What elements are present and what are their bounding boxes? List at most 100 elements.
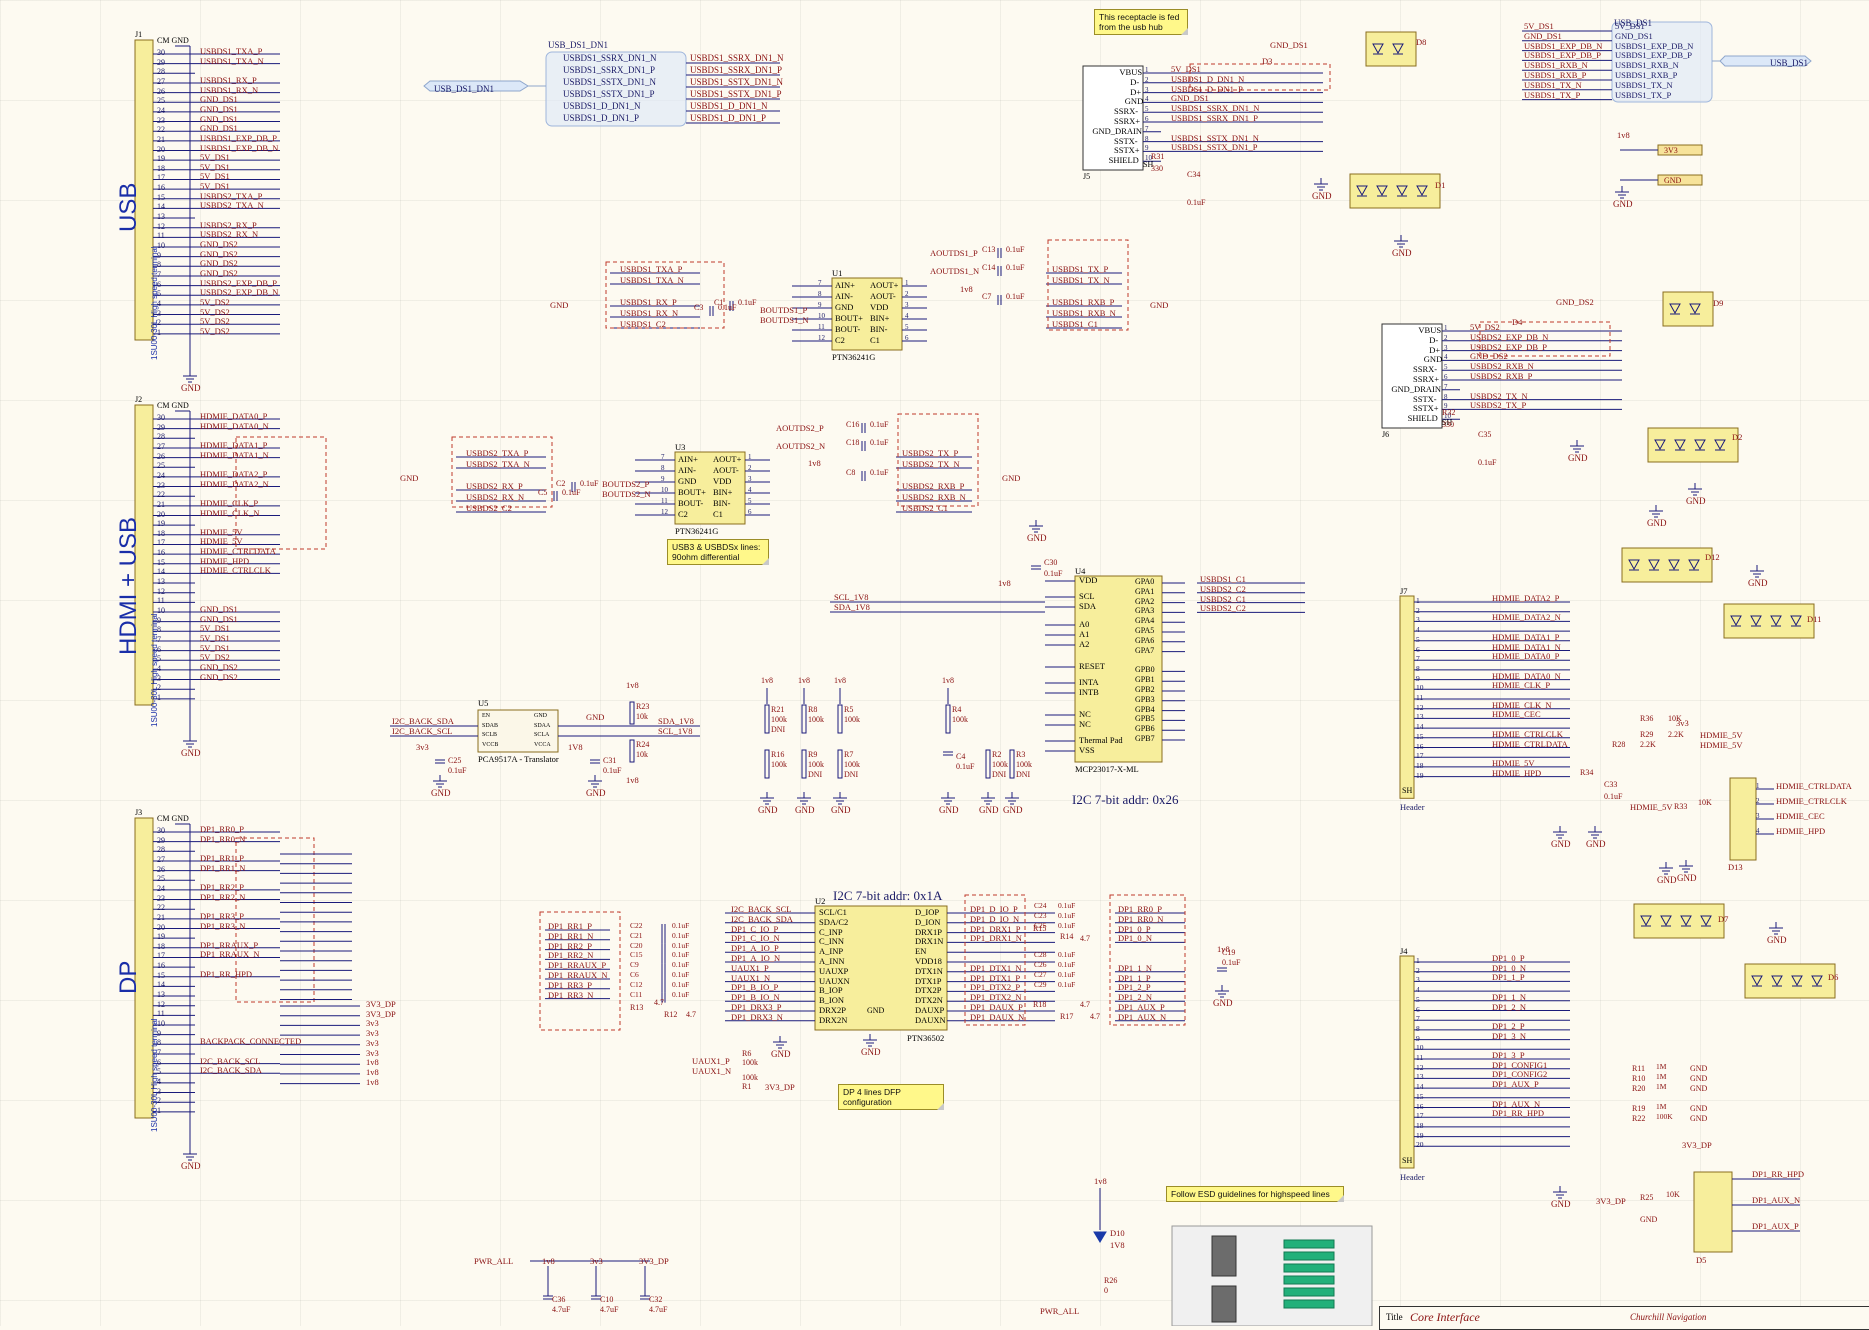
chip-u1-pin-right: C1 [870, 335, 880, 345]
usb-bus-outer-net: USBDS1_SSRX_DN1_P [690, 65, 783, 75]
u5-right-net: SDA_1V8 [658, 716, 694, 726]
connector-j1-net-label: USBDS2_RX_P [200, 219, 257, 230]
connector-j5-pin: SSRX+ [1114, 116, 1141, 126]
u2-pin-left: B_ION [819, 995, 845, 1006]
u1-right-net: USBDS1_TX_N [1052, 275, 1110, 285]
esd-pack-d5 [1693, 1171, 1733, 1253]
connector-j7-pin-number: 6 [1416, 644, 1420, 654]
connector-j1-pin-number: 24 [157, 105, 165, 115]
harness-hdmi [235, 436, 327, 550]
resistor [985, 749, 991, 779]
connector-j1-net-label: GND_DS1 [200, 123, 238, 134]
u2-mid-right-net: DP1_D_IO_P [970, 904, 1018, 914]
capacitor-ref: C5 [538, 488, 548, 497]
connector-j3-net-label: DP1_RR_HPD [200, 968, 252, 979]
capacitor-value: 0.1uF [672, 921, 690, 930]
chip-u3-pin-left: GND [678, 476, 697, 486]
connector-j1-pin-number: 22 [157, 125, 165, 135]
capacitor-ref: C35 [1478, 430, 1492, 439]
connector-j2-pin-number: 11 [157, 596, 165, 606]
u1-aout-net: AOUTDS1_P [930, 248, 978, 258]
tvs-diode-icon [1640, 915, 1652, 927]
connector-j2-pin-number: 5 [157, 654, 161, 664]
j3-power-rail: 1v8 [366, 1057, 379, 1068]
resistor [837, 704, 843, 734]
u2-pin-right: DRX1P [915, 926, 942, 937]
capacitor-value: 0.1uF [603, 766, 622, 775]
j5-gnd-net: GND_DS1 [1270, 40, 1308, 50]
u3-right-net: USBDS2_RXB_N [902, 492, 966, 502]
connector-j2-net-label: 5V_DS1 [200, 642, 230, 653]
connector-j1-pin-number: 17 [157, 173, 165, 183]
connector-j3-net-label: DP1_RRAUX_P [200, 939, 259, 950]
connector-j7-pin-number: 19 [1416, 770, 1424, 780]
usb-bus-outer-net: USBDS1_D_DN1_N [690, 101, 768, 111]
chip-u1-pin-right: BIN+ [870, 313, 890, 323]
capacitor-value: 0.1uF [1187, 198, 1206, 207]
resistor-ref: R17 [1060, 1012, 1074, 1021]
resistor-dnp: DNI [771, 725, 786, 734]
chip-u1-pin-right: BIN- [870, 324, 888, 334]
connector-j3-net-label: I2C_BACK_SCL [200, 1055, 261, 1066]
connector-j1-net-label: 5V_DS2 [200, 296, 230, 307]
connector-j3-pin-number: 8 [157, 1038, 161, 1048]
connector-j1-pin-number: 5 [157, 289, 161, 299]
pwr-all-port: PWR_ALL [1040, 1306, 1080, 1316]
connector-j2-pin-number: 22 [157, 490, 165, 500]
usb-bus-inner-net: USBDS1_D_DN1_P [563, 113, 640, 123]
u3-left-net: USBDS2_RX_N [466, 492, 525, 502]
connector-j2-pin-number: 19 [157, 519, 165, 529]
u4-pin-right: GPB4 [1135, 704, 1155, 714]
capacitor-value: 0.1uF [1058, 910, 1076, 920]
resistor-value: 100k [844, 715, 860, 724]
resistor-ref: R22 [1632, 1114, 1646, 1123]
chip-u1-pin-number: 10 [818, 312, 825, 320]
u2-left-net: DP1_RR2_P [548, 940, 592, 951]
chip-u1-pin-left: BOUT- [835, 324, 861, 334]
capacitor-value: 0.1uF [1006, 245, 1025, 254]
resistor-value: 330 [1442, 420, 1454, 429]
resistor-ref: R11 [1632, 1064, 1646, 1073]
resistor-ref: R36 [1640, 714, 1654, 723]
u2-mid-left-net: DP1_DRX3_N [731, 1011, 783, 1022]
hdmi-5v-label: HDMIE_5V [1700, 730, 1743, 740]
u2-right-net: DP1_RR0_N [1118, 913, 1164, 924]
connector-j4-pin-number: 19 [1416, 1130, 1424, 1140]
resistor-value: 100K [1656, 1112, 1673, 1121]
connector-j5-net: USBDS1_D_DN1_N [1171, 73, 1245, 84]
ground-label: GND [1677, 873, 1697, 883]
chip-u1-pin-number: 6 [905, 334, 909, 342]
usb-bus-port-label: USB_DS1_DN1 [434, 84, 495, 94]
connector-j3-pin-number: 14 [157, 980, 165, 990]
gnd-label: GND [1150, 300, 1169, 310]
ground-label: GND [831, 805, 851, 815]
connector-j5-pin-number: 10 [1145, 154, 1152, 163]
connector-j2-pin-number: 28 [157, 432, 165, 442]
u4-scl-net: SCL_1V8 [834, 592, 869, 602]
capacitor-value: 4.7uF [649, 1305, 668, 1314]
usb-bus-port[interactable] [423, 80, 529, 92]
connector-j5-pin: SSRX- [1114, 106, 1139, 117]
connector-j1-pin-number: 26 [157, 86, 165, 96]
connector-j7-net: HDMIE_HPD [1492, 767, 1542, 778]
capacitor-ref: C31 [603, 756, 617, 765]
resistor-value: 1M [1656, 1072, 1667, 1081]
connector-j6-net: USBDS2_RXB_N [1470, 361, 1534, 372]
capacitor-value: 0.1uF [672, 970, 690, 979]
resistor-dnp: DNI [992, 770, 1007, 779]
capacitor-value: 0.1uF [562, 488, 581, 497]
capacitor-ref: C2 [556, 479, 566, 488]
usb-bus-inner-net: USBDS1_SSTX_DN1_N [563, 77, 657, 87]
resistor-value: 2.2K [1640, 740, 1656, 749]
u4-pin-left: NC [1079, 709, 1091, 719]
chip-u1-pin-number: 1 [905, 279, 909, 287]
u4-pin-right: GPA2 [1135, 596, 1155, 606]
u2-mid-left-net: DP1_A_IO_N [731, 953, 781, 963]
connector-j3-pin-number: 24 [157, 883, 165, 893]
u2-right-net: DP1_RR0_P [1118, 904, 1162, 914]
connector-j1-pin-number: 18 [157, 163, 165, 173]
u1-right-net: USBDS1_RXB_P [1052, 297, 1115, 307]
connector-j7-pin-number: 10 [1416, 683, 1424, 693]
resistor-dnp: DNI [844, 770, 859, 779]
capacitor-value: 0.1uF [672, 940, 690, 950]
